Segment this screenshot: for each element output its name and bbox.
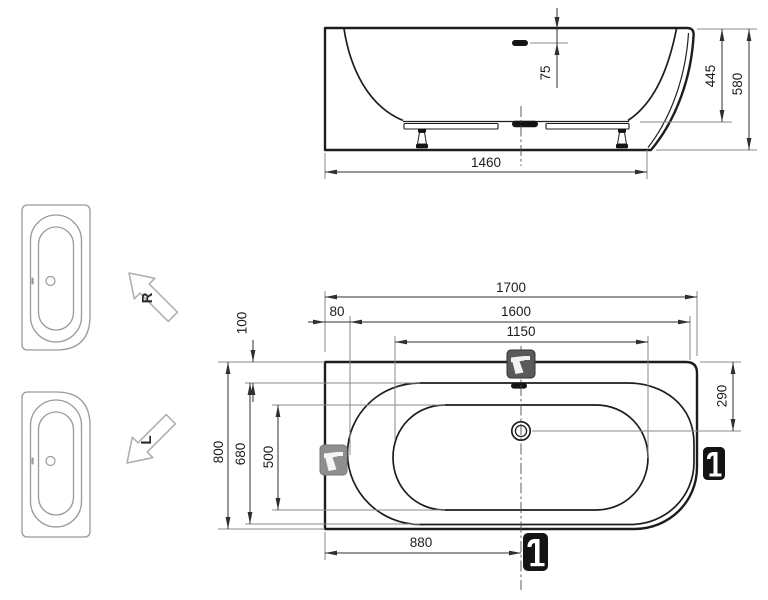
- dim-1460-label: 1460: [471, 155, 501, 170]
- dimension-290: 290: [715, 362, 736, 431]
- dimension-800: 800: [211, 362, 231, 529]
- dim-290-label: 290: [715, 385, 730, 408]
- tub-rim: [346, 382, 695, 526]
- bathing-well: [392, 404, 649, 511]
- dimension-1150: 1150: [395, 324, 648, 345]
- dimension-500: 500: [261, 405, 281, 510]
- arrow-left-icon: L: [126, 413, 177, 464]
- variant-right-label: R: [139, 292, 156, 303]
- dim-680-label: 680: [233, 443, 248, 466]
- overflow-icon-plan: [511, 383, 527, 389]
- dimension-880: 880: [325, 535, 521, 556]
- tub-foot-right: [616, 129, 628, 149]
- dim-1150-label: 1150: [506, 324, 535, 339]
- dimension-75: 75: [530, 8, 568, 88]
- dimension-445: 445: [640, 28, 757, 123]
- dimension-1700: 1700: [325, 280, 697, 300]
- tub-foot-left: [416, 129, 428, 149]
- overflow-icon-side: [512, 40, 528, 46]
- dim-445-label: 445: [703, 65, 718, 88]
- dimension-1600: 1600: [308, 304, 690, 325]
- dimension-1460: 1460: [324, 150, 648, 179]
- variant-left-label: L: [138, 435, 155, 444]
- dim-880-label: 880: [410, 535, 433, 550]
- dim-580-label: 580: [730, 73, 745, 96]
- floor-faucet-icon-right: [703, 447, 725, 480]
- faucet-icon-top: [506, 349, 536, 379]
- dim-800-label: 800: [211, 441, 226, 464]
- dim-500-label: 500: [261, 446, 276, 469]
- side-view: 75 445 580 1460: [323, 8, 757, 179]
- arrow-right-icon: R: [128, 272, 179, 323]
- side-view-shell: [323, 26, 695, 152]
- dimension-580: 580: [656, 29, 757, 151]
- faucet-icon-left: [319, 444, 348, 476]
- floor-faucet-icon-bottom: [523, 533, 548, 571]
- dim-100-label: 100: [235, 312, 250, 335]
- dimension-80: 80: [313, 304, 345, 325]
- dim-1600-label: 1600: [501, 304, 531, 319]
- dim-80-label: 80: [329, 304, 344, 319]
- dimension-100: 100: [235, 312, 256, 402]
- tub-thumbnail-left: [21, 391, 91, 538]
- dimension-680: 680: [233, 383, 253, 524]
- plan-view-panel: [323, 360, 699, 531]
- plan-view: 1700 1600 80 1150 100: [211, 280, 741, 590]
- drain-icon-side: [512, 120, 538, 128]
- dim-75-label: 75: [538, 65, 553, 80]
- tub-thumbnail-right: [21, 204, 91, 351]
- dim-1700-label: 1700: [496, 280, 526, 295]
